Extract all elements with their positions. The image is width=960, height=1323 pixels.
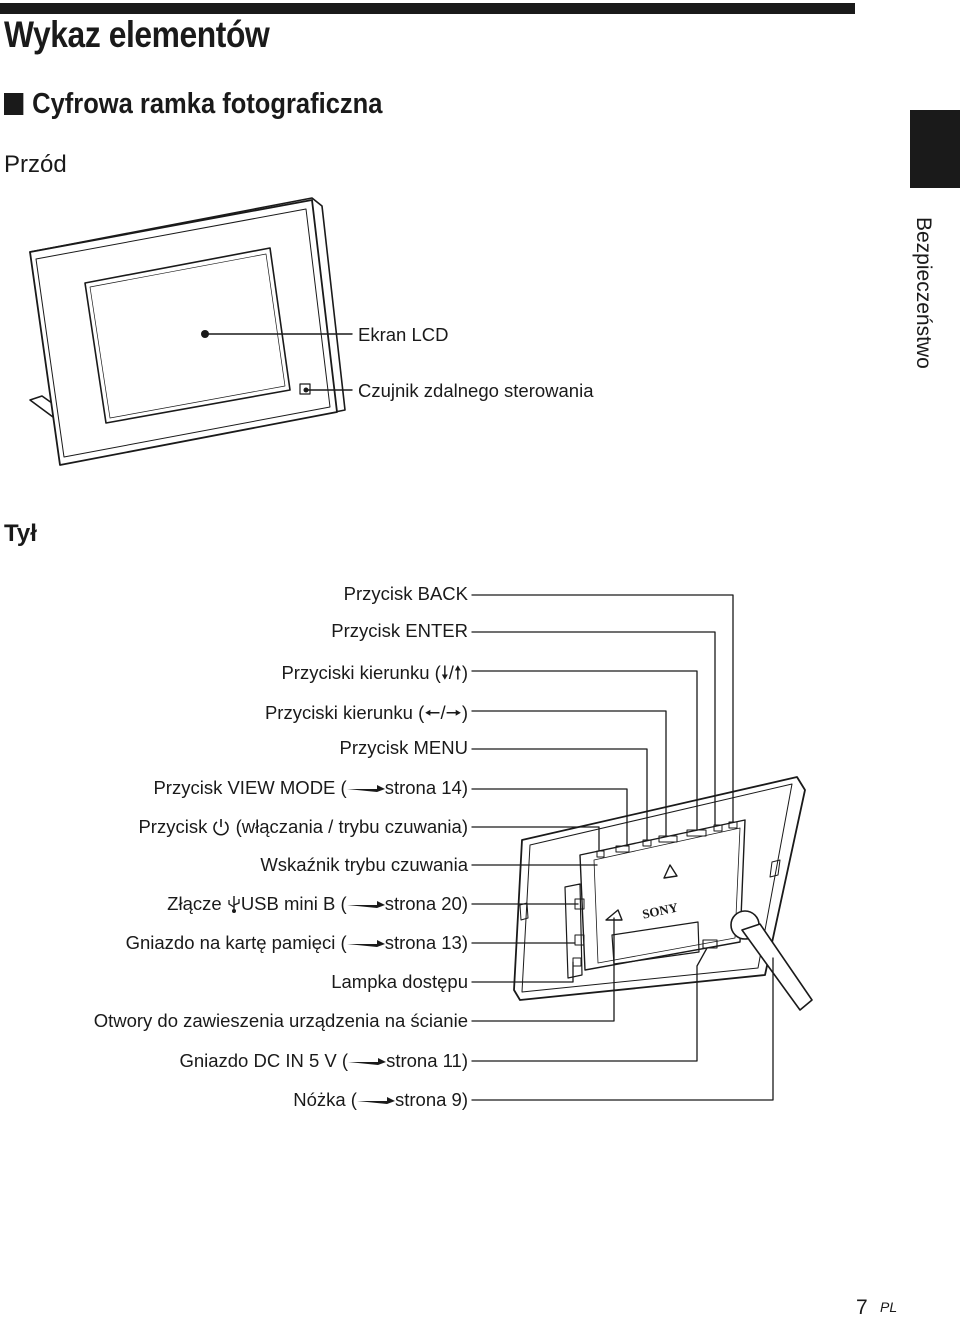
label-direction-updown-post: ): [461, 662, 468, 683]
front-frame-illustration: [29, 197, 353, 466]
down-arrow-icon: 🠗: [440, 662, 449, 683]
label-viewmode-button: Przycisk VIEW MODE ( strona 14): [153, 777, 468, 799]
page-ref-arrow-icon: [356, 1097, 395, 1104]
page-ref-arrow-icon: [346, 901, 385, 908]
label-card-ref: strona 13): [384, 932, 468, 953]
top-rule: [0, 3, 855, 14]
square-bullet-icon: [4, 93, 24, 115]
label-power-pre: Przycisk: [138, 816, 208, 837]
page-number: 7: [856, 1296, 868, 1319]
label-usb-connector: Złącze USB mini B ( strona 20): [167, 893, 468, 915]
label-enter-button: Przycisk ENTER: [331, 620, 468, 641]
label-card-slot: Gniazdo na kartę pamięci ( strona 13): [126, 932, 468, 954]
rear-frame-illustration: [513, 776, 813, 1011]
label-stand: Nóżka ( strona 9): [293, 1089, 468, 1111]
front-heading: Przód: [4, 151, 67, 178]
rear-leader-lines: [471, 594, 774, 1101]
right-arrow-icon: 🠖: [445, 702, 462, 723]
label-usb-post: USB mini B (: [240, 893, 347, 914]
label-remote-sensor: Czujnik zdalnego sterowania: [358, 380, 594, 401]
label-direction-leftright-post: ): [461, 702, 468, 723]
brand-logo: SONY: [641, 899, 680, 921]
label-direction-updown: Przyciski kierunku (🠗/🠕): [281, 662, 468, 683]
page-ref-arrow-icon: [346, 940, 385, 947]
usb-icon: [228, 896, 240, 913]
label-power-button: Przycisk (włączania / trybu czuwania): [138, 816, 468, 838]
label-stand-ref: strona 9): [394, 1089, 468, 1110]
rear-heading: Tył: [4, 520, 37, 547]
label-direction-leftright: Przyciski kierunku (🠔/🠖): [264, 702, 468, 723]
label-dc-in: Gniazdo DC IN 5 V ( strona 11): [179, 1050, 468, 1072]
label-access-lamp: Lampka dostępu: [331, 971, 468, 992]
label-lcd: Ekran LCD: [358, 324, 449, 345]
page-ref-arrow-icon: [346, 785, 385, 792]
label-menu-button: Przycisk MENU: [339, 737, 468, 758]
label-wall-holes: Otwory do zawieszenia urządzenia na ścia…: [93, 1010, 468, 1031]
left-arrow-icon: 🠔: [424, 702, 441, 723]
section-heading-text: Cyfrowa ramka fotograficzna: [32, 88, 383, 120]
label-dcin-ref: strona 11): [386, 1050, 468, 1071]
label-power-post: (włączania / trybu czuwania): [235, 816, 468, 837]
label-card-pre: Gniazdo na kartę pamięci (: [125, 932, 347, 953]
label-usb-ref: strona 20): [384, 893, 468, 914]
label-stand-pre: Nóżka (: [293, 1089, 357, 1110]
label-dcin-pre: Gniazdo DC IN 5 V (: [179, 1050, 349, 1071]
label-usb-pre: Złącze: [167, 893, 222, 914]
label-viewmode-pre: Przycisk VIEW MODE (: [153, 777, 347, 798]
up-arrow-icon: 🠕: [453, 662, 462, 683]
label-viewmode-post: strona 14): [384, 777, 468, 798]
label-direction-updown-pre: Przyciski kierunku (: [281, 662, 441, 683]
label-direction-leftright-pre: Przyciski kierunku (: [264, 702, 425, 723]
page-ref-arrow-icon: [348, 1058, 387, 1065]
power-icon: [213, 819, 230, 836]
label-back-button: Przycisk BACK: [343, 583, 468, 604]
section-tab-marker: [910, 110, 960, 188]
page-title: Wykaz elementów: [4, 14, 270, 55]
section-heading: Cyfrowa ramka fotograficzna: [4, 88, 382, 121]
label-standby-indicator: Wskaźnik trybu czuwania: [260, 854, 468, 875]
page-language: PL: [880, 1299, 898, 1315]
